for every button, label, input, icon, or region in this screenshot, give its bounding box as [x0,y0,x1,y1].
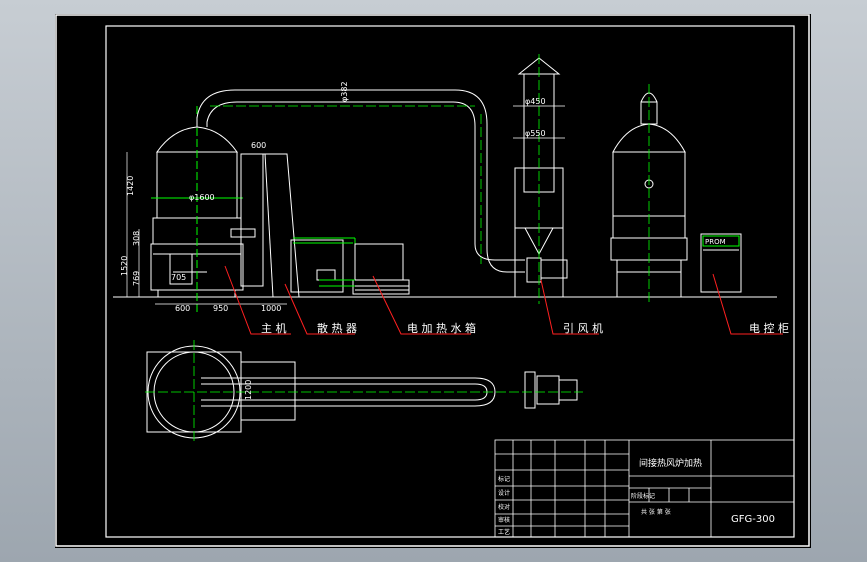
dim-705: 705 [171,273,186,282]
dim-769: 769 [132,271,141,286]
dim-450: φ450 [525,97,546,106]
dim-600-top: 600 [251,141,266,150]
equipment-labels: 主 机 散 热 器 电 加 热 水 箱 引 风 机 电 控 柜 [261,321,789,335]
induced-fan-assembly [514,57,568,297]
inner-frame [105,25,795,538]
dim-382: φ382 [340,81,349,102]
radiator [290,237,356,293]
title-block-scale-label: 阶段标记 [631,492,655,500]
dim-308: 308 [132,231,141,246]
electric-water-tank [319,243,410,295]
row-label: 工艺 [498,528,510,536]
row-label: 校对 [498,503,510,511]
main-frame-structure [230,153,300,298]
control-cabinet [700,233,742,293]
dim-1520: 1520 [120,256,129,276]
drawing-sheet: PROM 600 φ1600 1420 308 1520 769 705 600… [55,14,811,548]
dim-1420: 1420 [126,176,135,196]
cabinet-label: PROM [705,238,726,246]
dim-1200: 1200 [244,380,253,400]
dimension-texts: 600 φ1600 1420 308 1520 769 705 600 950 … [120,81,546,400]
leader-lines [224,265,783,335]
main-duct [196,89,525,273]
title-block [494,439,795,538]
title-block-sheet-label: 共 张 第 张 [641,508,671,516]
label-induced-fan: 引 风 机 [563,321,603,335]
dim-950: 950 [213,304,228,313]
row-label: 设计 [498,489,510,497]
title-block-title: 间接热风炉加热 [639,457,702,469]
label-main-machine: 主 机 [261,321,287,335]
label-radiator: 散 热 器 [317,321,357,335]
outer-frame [55,14,810,547]
dim-1600: φ1600 [189,193,215,202]
dim-600-bottom: 600 [175,304,190,313]
title-block-drawing-no: GFG-300 [731,514,775,525]
row-label: 标记 [498,475,510,483]
dimension-lines [126,105,565,305]
label-control-cabinet: 电 控 柜 [749,321,789,335]
dim-1000: 1000 [261,304,281,313]
label-electric-heater: 电 加 热 水 箱 [407,321,476,335]
title-block-row-labels: 标记 设计 校对 审核 工艺 [498,475,510,536]
cad-drawing: PROM 600 φ1600 1420 308 1520 769 705 600… [55,14,810,547]
dim-550: φ550 [525,129,546,138]
row-label: 审核 [498,516,510,524]
